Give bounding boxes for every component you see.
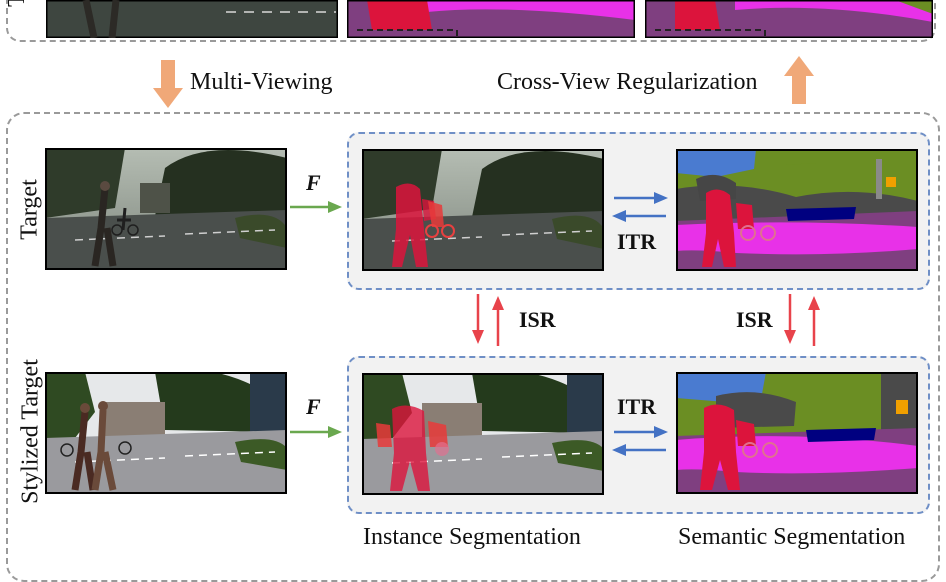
top-side-label: T <box>4 0 31 7</box>
itr-arrows-target <box>612 192 668 222</box>
top-photo-instance <box>347 0 635 38</box>
top-photo-semantic <box>645 0 933 38</box>
itr-arrows-stylized <box>612 426 668 456</box>
itr-label-target: ITR <box>617 229 657 254</box>
f-operator-stylized: F <box>306 394 321 419</box>
target-instance-map <box>362 149 604 271</box>
cross-view-arrow <box>784 56 814 104</box>
top-group-border <box>6 0 936 42</box>
isr-arrows-instance <box>472 294 504 346</box>
itr-label-stylized: ITR <box>617 394 657 419</box>
stylized-photo <box>45 372 287 494</box>
target-semantic-map <box>676 149 918 271</box>
row-label-stylized: Stylized Target <box>17 359 44 504</box>
caption-semantic-segmentation: Semantic Segmentation <box>678 524 906 550</box>
top-photo-target <box>46 0 338 38</box>
f-arrow-target <box>290 201 342 213</box>
isr-arrows-semantic <box>784 294 820 346</box>
f-operator-target: F <box>306 170 321 195</box>
multi-viewing-label: Multi-Viewing <box>190 69 333 95</box>
cross-view-label: Cross-View Regularization <box>497 69 758 95</box>
caption-instance-segmentation: Instance Segmentation <box>363 524 581 550</box>
isr-label-instance: ISR <box>519 307 556 332</box>
row-label-target: Target <box>16 179 43 240</box>
stylized-semantic-map <box>676 372 918 494</box>
multi-viewing-arrow <box>153 60 183 108</box>
f-arrow-stylized <box>290 426 342 438</box>
isr-label-semantic: ISR <box>736 307 773 332</box>
stylized-instance-map <box>362 373 604 495</box>
target-photo <box>45 148 287 270</box>
